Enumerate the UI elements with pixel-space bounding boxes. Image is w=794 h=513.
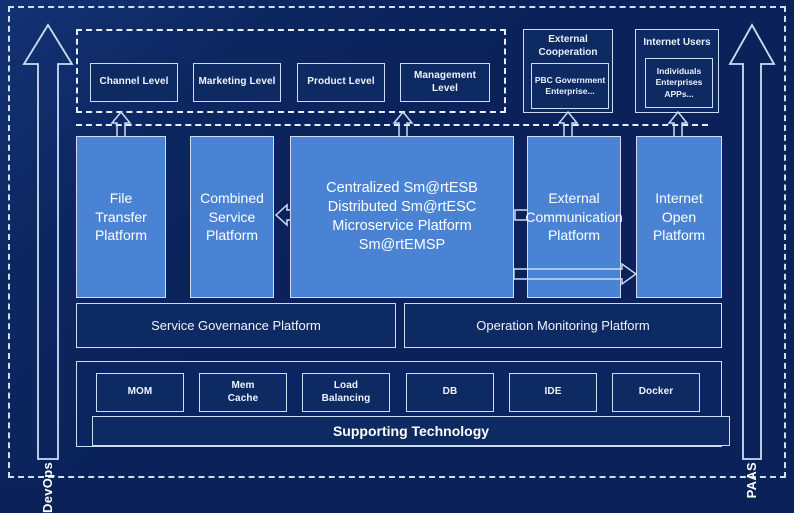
internet-users-inner-box: Individuals Enterprises APPs... [645,58,713,108]
level-box-marketing[interactable]: Marketing Level [193,63,281,102]
supporting-component-db[interactable]: DB [406,373,494,412]
esb-platform-line2: Distributed Sm@rtESC [327,198,477,215]
supporting-component-db-line1: DB [442,386,458,398]
internet-open-platform-line3: Platform [652,227,706,244]
operation-monitoring-platform-box[interactable]: Operation Monitoring Platform [404,303,722,348]
file-transfer-platform-line3: Platform [94,227,148,244]
operation-monitoring-platform-label: Operation Monitoring Platform [476,317,650,333]
level-label-marketing: Marketing Level [198,76,276,88]
external-communication-platform-box[interactable]: External Communication Platform [525,136,623,298]
supporting-component-mem-cache-line2: Cache [227,392,259,404]
internet-open-platform-line2: Open [661,208,697,225]
service-governance-platform-box[interactable]: Service Governance Platform [76,303,396,348]
devops-arrow-label: DevOps [40,462,55,513]
supporting-technology-bar[interactable]: Supporting Technology [92,416,730,446]
external-cooperation-inner-line2: Enterprise... [545,86,595,96]
devops-arrow: DevOps [22,22,74,513]
file-transfer-platform-line2: Transfer [95,208,147,225]
arrow-up-icon-external-communication [557,110,579,138]
esb-platform-line1: Centralized Sm@rtESB [326,179,478,196]
internet-users-inner-line2: Enterprises [655,77,703,88]
arrow-up-icon-internet-open [667,110,689,138]
supporting-component-load-balancing[interactable]: Load Balancing [302,373,390,412]
consumer-levels-group [76,29,506,113]
file-transfer-platform-box[interactable]: File Transfer Platform [76,136,166,298]
arrow-up-icon-esb [392,110,414,138]
paas-arrow-label: PAAS [744,462,759,499]
external-cooperation-inner-box: PBC Government Enterprise... [531,63,609,109]
level-label-management: Management Level [413,70,477,94]
external-communication-platform-line1: External [548,190,600,207]
internet-users-title: Internet Users [643,37,711,48]
supporting-component-mem-cache-line1: Mem [231,380,255,392]
supporting-component-mem-cache[interactable]: Mem Cache [199,373,287,412]
combined-service-platform-line2: Service [208,208,256,225]
external-cooperation-group[interactable]: External Cooperation PBC Government Ente… [523,29,613,113]
external-cooperation-title-line2: Cooperation [538,46,598,58]
arrow-up-icon-file-transfer [110,110,132,138]
supporting-component-mom[interactable]: MOM [96,373,184,412]
external-communication-platform-line3: Platform [547,227,601,244]
combined-service-platform-box[interactable]: Combined Service Platform [190,136,274,298]
supporting-technology-label: Supporting Technology [332,423,490,439]
supporting-component-ide-line1: IDE [544,386,562,398]
supporting-component-docker-line1: Docker [638,386,674,398]
level-label-product: Product Level [307,76,375,88]
level-box-management[interactable]: Management Level [400,63,490,102]
level-box-product[interactable]: Product Level [297,63,385,102]
internet-users-inner-line1: Individuals [656,66,702,77]
external-communication-platform-line2: Communication [525,208,623,225]
file-transfer-platform-line1: File [109,190,133,207]
combined-service-platform-line3: Platform [205,227,259,244]
level-label-channel: Channel Level [99,76,169,88]
internet-users-group[interactable]: Internet Users Individuals Enterprises A… [635,29,719,113]
supporting-component-mom-line1: MOM [127,386,153,398]
supporting-component-ide[interactable]: IDE [509,373,597,412]
internet-users-inner-line3: APPs... [664,88,694,99]
service-governance-platform-label: Service Governance Platform [151,317,321,333]
supporting-component-load-balancing-line1: Load [333,380,359,392]
level-box-channel[interactable]: Channel Level [90,63,178,102]
external-cooperation-title-line1: External [548,34,588,45]
supporting-component-load-balancing-line2: Balancing [321,392,371,404]
supporting-component-docker[interactable]: Docker [612,373,700,412]
internet-open-platform-line1: Internet [655,190,703,207]
outer-dashed-frame [8,6,786,478]
internet-open-platform-box[interactable]: Internet Open Platform [636,136,722,298]
paas-arrow: PAAS [728,22,776,498]
esb-platform-line3: Microservice Platform Sm@rtEMSP [332,218,472,254]
esb-platform-box[interactable]: Centralized Sm@rtESB Distributed Sm@rtES… [290,136,514,298]
external-cooperation-title: External Cooperation [524,34,612,59]
external-cooperation-inner-line1: PBC Government [534,74,606,85]
arrow-right-icon-esb-to-internet-open [514,263,638,287]
tier-separator-dashed-line [76,124,708,126]
combined-service-platform-line1: Combined [200,190,264,207]
